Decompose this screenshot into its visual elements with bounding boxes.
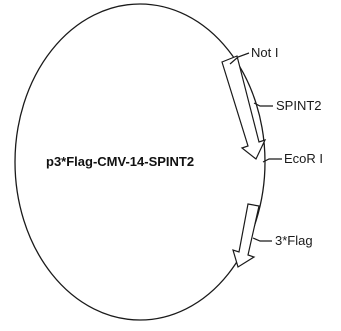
plasmid-name: p3*Flag-CMV-14-SPINT2 [46, 154, 194, 169]
spint2-label: SPINT2 [276, 98, 322, 113]
not1-leader [229, 52, 250, 65]
spint2-arrow [221, 55, 267, 160]
spint2-leader [253, 102, 273, 107]
ecor1-leader [262, 158, 282, 163]
flag-label: 3*Flag [275, 233, 313, 248]
ecor1-label: EcoR I [284, 151, 323, 166]
not1-label: Not I [251, 45, 278, 60]
flag-arrow [232, 203, 260, 268]
flag-leader [252, 237, 272, 242]
plasmid-backbone [14, 3, 266, 321]
